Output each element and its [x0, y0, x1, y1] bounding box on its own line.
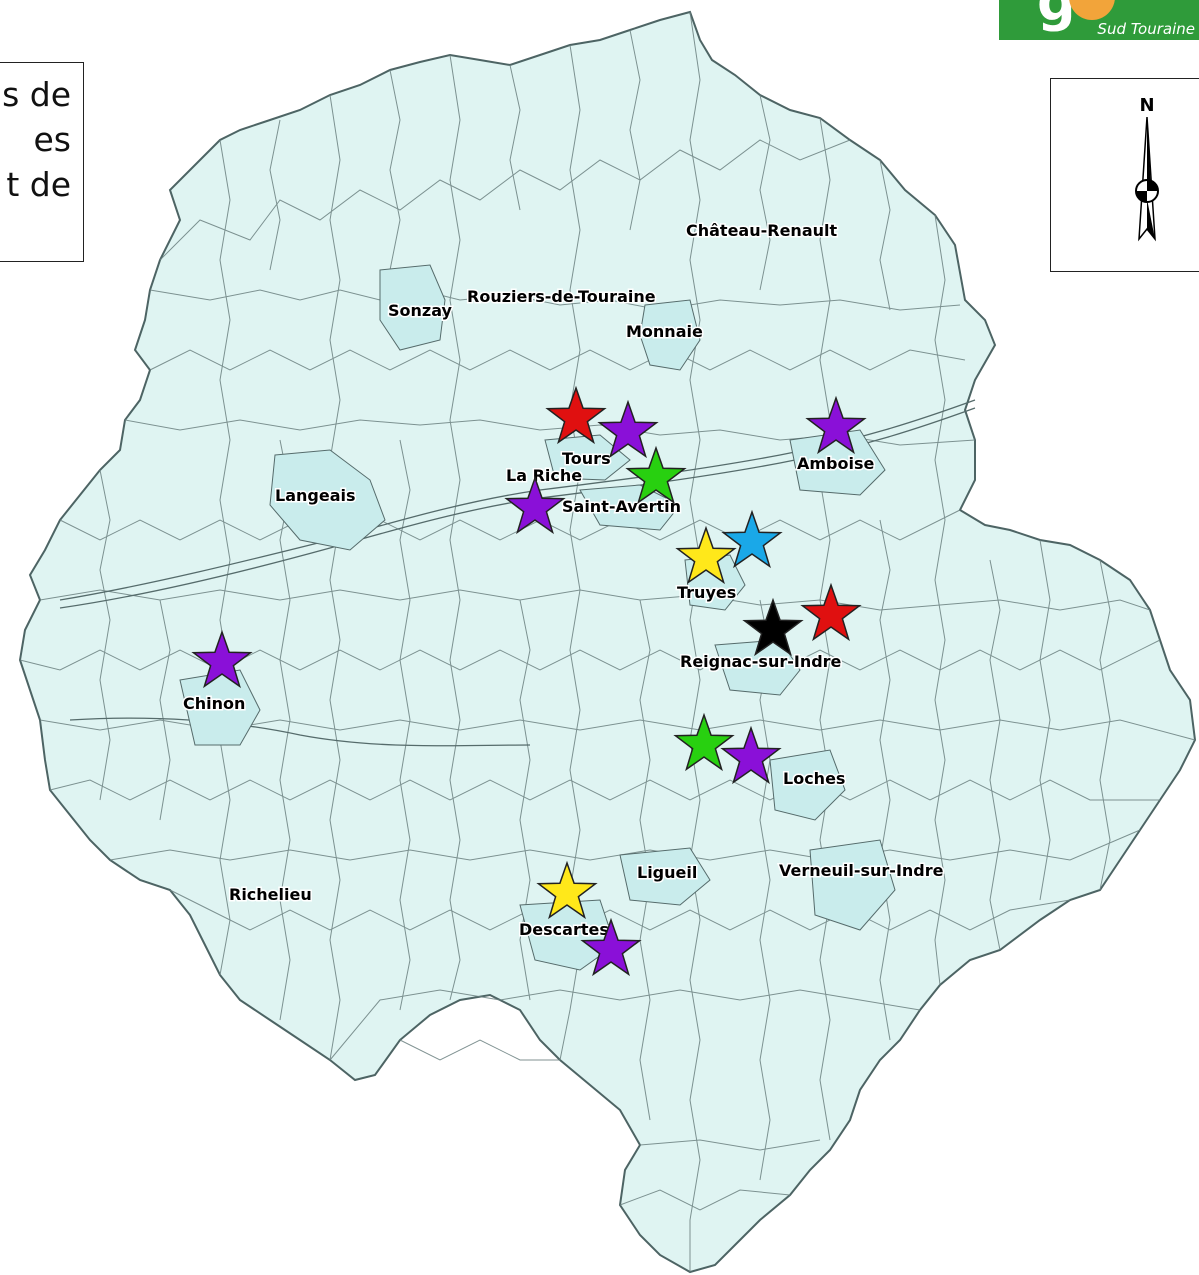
commune-verneuil	[809, 839, 896, 931]
logo-text: Sud Touraine	[1097, 20, 1195, 38]
label-sonzay: Sonzay	[388, 301, 453, 320]
purple-star-la-riche	[504, 475, 566, 535]
label-chinon: Chinon	[183, 694, 245, 713]
purple-star-amboise	[805, 395, 867, 455]
label-descartes: Descartes	[519, 920, 609, 939]
logo-orange-circle	[1069, 0, 1115, 20]
black-star-reignac	[742, 597, 804, 657]
department-outline	[18, 10, 1197, 1274]
blue-star-truyes	[721, 509, 783, 569]
commune-langeais	[269, 449, 386, 551]
label-la-riche: La Riche	[506, 466, 582, 485]
commune-ligueil	[619, 847, 711, 906]
star-markers	[191, 385, 867, 977]
commune-loches	[769, 749, 846, 821]
north-arrow-icon: N	[1135, 95, 1159, 242]
yellow-star-truyes	[675, 525, 737, 585]
logo-letter-mark: g	[1037, 0, 1076, 33]
label-reignac: Reignac-sur-Indre	[680, 652, 842, 671]
green-star-loches	[673, 712, 735, 772]
legend-line: t de	[6, 165, 71, 204]
label-langeais: Langeais	[275, 486, 356, 505]
label-loches: Loches	[783, 769, 845, 788]
commune-descartes	[519, 899, 616, 971]
commune-monnaie	[639, 299, 701, 371]
label-chateau-renault: Château-Renault	[686, 221, 837, 240]
label-ligueil: Ligueil	[637, 863, 697, 882]
highlighted-communes	[179, 264, 896, 971]
label-richelieu: Richelieu	[229, 885, 312, 904]
label-verneuil: Verneuil-sur-Indre	[779, 861, 944, 880]
label-amboise: Amboise	[797, 454, 875, 473]
label-saint-avertin: Saint-Avertin	[562, 497, 681, 516]
north-arrow-box: N	[1050, 78, 1199, 272]
commune-sonzay	[379, 264, 446, 351]
commune-saint-avertin	[579, 484, 681, 531]
purple-star-descartes	[580, 917, 642, 977]
label-rouziers: Rouziers-de-Touraine	[467, 287, 656, 306]
label-tours: Tours	[562, 449, 611, 468]
yellow-star-descartes	[536, 860, 598, 920]
legend-line: es	[33, 120, 72, 159]
purple-star-chinon	[191, 629, 253, 689]
logo: g Sud Touraine	[999, 0, 1199, 40]
legend-box: s de es t de	[0, 62, 84, 262]
place-labels: Château-Renault Rouziers-de-Touraine Son…	[182, 220, 946, 941]
green-star-saint-avertin	[625, 445, 687, 505]
legend-line: s de	[2, 75, 71, 114]
purple-star-loches	[720, 725, 782, 785]
north-label: N	[1139, 95, 1154, 116]
purple-star-tours	[597, 399, 659, 459]
red-star-tours	[545, 385, 607, 445]
red-star-reignac	[800, 582, 862, 642]
label-truyes: Truyes	[677, 583, 736, 602]
label-monnaie: Monnaie	[626, 322, 703, 341]
